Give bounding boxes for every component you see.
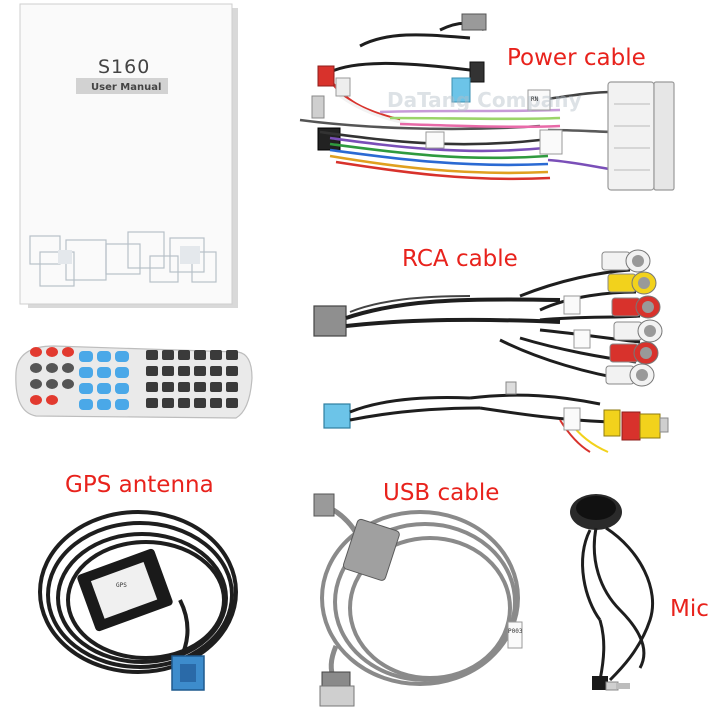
remote-key xyxy=(62,379,74,389)
remote-key xyxy=(226,350,238,360)
user-manual-booklet xyxy=(19,3,238,308)
remote-key xyxy=(146,398,158,408)
power-cable xyxy=(299,13,675,191)
remote-key xyxy=(97,399,111,410)
remote-key xyxy=(30,379,42,389)
remote-key xyxy=(194,398,206,408)
remote-key xyxy=(115,383,129,394)
remote-control xyxy=(15,345,253,419)
remote-key xyxy=(30,363,42,373)
remote-keypad xyxy=(30,347,238,410)
remote-key xyxy=(79,383,93,394)
remote-key xyxy=(178,350,190,360)
remote-key xyxy=(46,379,58,389)
manual-model-text: S160 xyxy=(98,56,151,78)
remote-key xyxy=(162,398,174,408)
gps-antenna-label: GPS antenna xyxy=(65,472,214,498)
power-cable-tag: RN xyxy=(531,96,539,103)
watermark-text: DaTang Company xyxy=(387,88,582,112)
remote-key xyxy=(178,398,190,408)
remote-key xyxy=(210,350,222,360)
remote-key xyxy=(62,363,74,373)
remote-key xyxy=(146,366,158,376)
remote-key xyxy=(97,383,111,394)
remote-key xyxy=(210,382,222,392)
rca-plug-pin xyxy=(638,277,650,289)
remote-key xyxy=(115,351,129,362)
remote-key xyxy=(226,398,238,408)
remote-key xyxy=(210,366,222,376)
remote-key xyxy=(46,363,58,373)
remote-key xyxy=(194,350,206,360)
remote-key xyxy=(97,351,111,362)
power-cable-label: Power cable xyxy=(507,45,646,71)
remote-key xyxy=(62,347,74,357)
remote-key xyxy=(178,366,190,376)
remote-key xyxy=(146,382,158,392)
rca-plugs xyxy=(601,249,663,387)
rca-cable-label: RCA cable xyxy=(402,246,518,272)
microphone xyxy=(570,494,655,691)
remote-key xyxy=(162,382,174,392)
usb-cable xyxy=(313,493,523,707)
remote-key xyxy=(162,366,174,376)
rca-plug-pin xyxy=(632,255,644,267)
rca-cable xyxy=(313,249,663,387)
remote-key xyxy=(79,399,93,410)
remote-key xyxy=(46,395,58,405)
remote-key xyxy=(115,367,129,378)
adapter-cable xyxy=(323,381,669,453)
rca-plug-pin xyxy=(640,347,652,359)
remote-key xyxy=(210,398,222,408)
remote-key xyxy=(194,366,206,376)
usb-cable-tag: P003 xyxy=(508,628,523,635)
rca-plug-pin xyxy=(642,301,654,313)
rca-plug-pin xyxy=(644,325,656,337)
remote-key xyxy=(115,399,129,410)
remote-key xyxy=(162,350,174,360)
gps-antenna-tag: GPS xyxy=(116,582,127,589)
usb-cable-label: USB cable xyxy=(383,480,500,506)
remote-key xyxy=(146,350,158,360)
remote-key xyxy=(30,347,42,357)
remote-key xyxy=(178,382,190,392)
remote-key xyxy=(226,366,238,376)
mic-label: Mic xyxy=(670,596,709,622)
remote-key xyxy=(46,347,58,357)
remote-key xyxy=(79,351,93,362)
remote-key xyxy=(226,382,238,392)
remote-key xyxy=(30,395,42,405)
manual-title-text: User Manual xyxy=(91,82,162,93)
remote-key xyxy=(194,382,206,392)
gps-antenna xyxy=(38,510,238,691)
remote-key xyxy=(97,367,111,378)
rca-plug-pin xyxy=(636,369,648,381)
remote-key xyxy=(79,367,93,378)
